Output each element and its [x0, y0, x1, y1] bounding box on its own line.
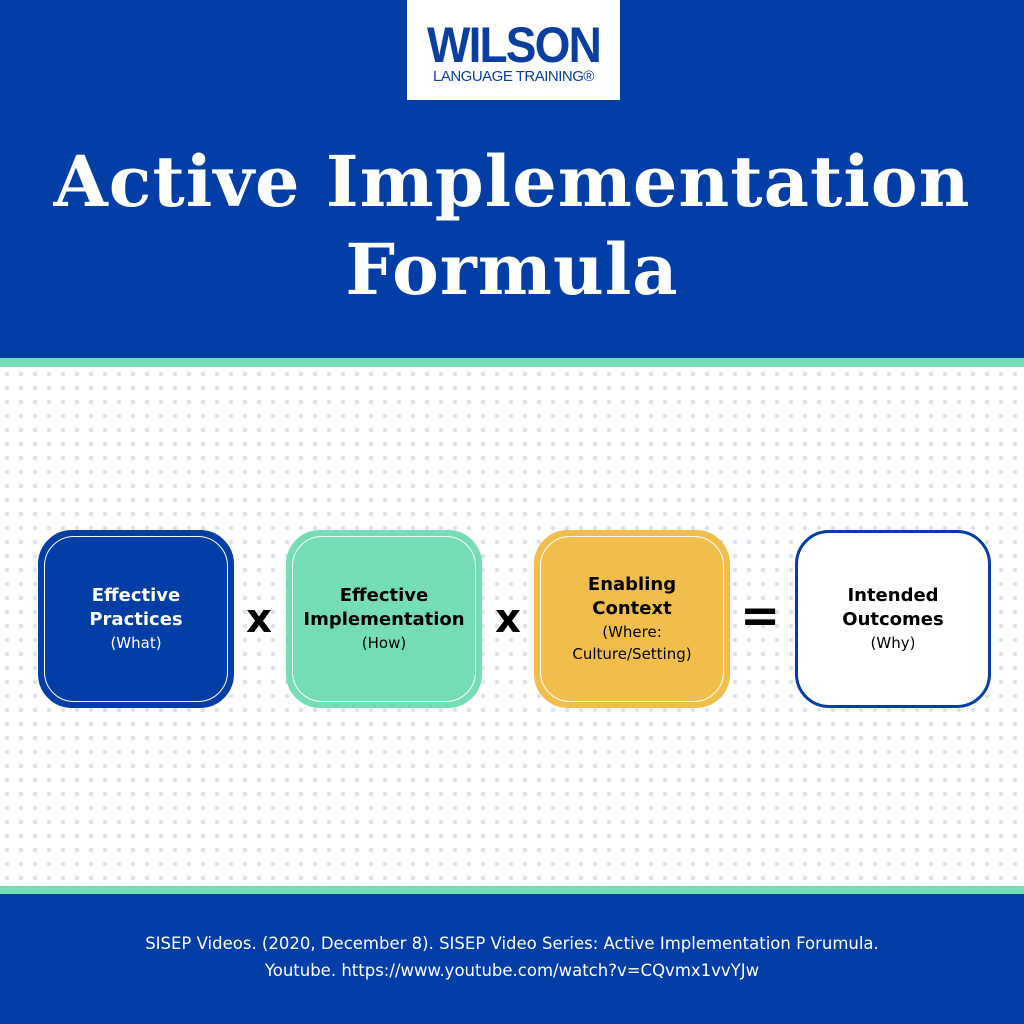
citation-line-1: SISEP Videos. (2020, December 8). SISEP …: [145, 934, 879, 953]
equals-operator: =: [740, 588, 781, 644]
wilson-logo: WILSON LANGUAGE TRAINING®: [407, 0, 620, 100]
box-subtitle: (What): [110, 634, 162, 652]
box-title: Enabling: [587, 574, 677, 595]
box-subtitle: (How): [361, 634, 407, 652]
box-title: Practices: [89, 609, 183, 630]
box-title: Outcomes: [842, 609, 944, 630]
multiply-operator: x: [246, 596, 272, 642]
title-line-2: Formula: [345, 228, 679, 311]
box-subtitle: Culture/Setting): [572, 645, 692, 663]
header-band: WILSON LANGUAGE TRAINING® Active Impleme…: [0, 0, 1024, 358]
divider-bottom: [0, 886, 1024, 895]
logo-subtitle: LANGUAGE TRAINING®: [433, 68, 594, 85]
box-title: Context: [592, 598, 672, 619]
box-enabling-context: Enabling Context (Where: Culture/Setting…: [534, 530, 730, 708]
divider-top: [0, 358, 1024, 367]
box-title: Implementation: [303, 609, 465, 630]
box-subtitle: (Why): [870, 634, 916, 652]
box-effective-practices: Effective Practices (What): [38, 530, 234, 708]
multiply-operator: x: [495, 596, 521, 642]
box-intended-outcomes: Intended Outcomes (Why): [795, 530, 991, 708]
footer-band: SISEP Videos. (2020, December 8). SISEP …: [0, 894, 1024, 1024]
box-title: Intended: [847, 585, 939, 606]
box-effective-implementation: Effective Implementation (How): [286, 530, 482, 708]
logo-brand: WILSON: [427, 17, 602, 73]
box-subtitle: (Where:: [602, 623, 662, 641]
box-title: Effective: [91, 585, 181, 606]
page-title: Active Implementation Formula: [0, 138, 1024, 314]
title-line-1: Active Implementation: [53, 140, 971, 223]
box-title: Effective: [339, 585, 429, 606]
citation-line-2: Youtube. https://www.youtube.com/watch?v…: [264, 961, 760, 980]
